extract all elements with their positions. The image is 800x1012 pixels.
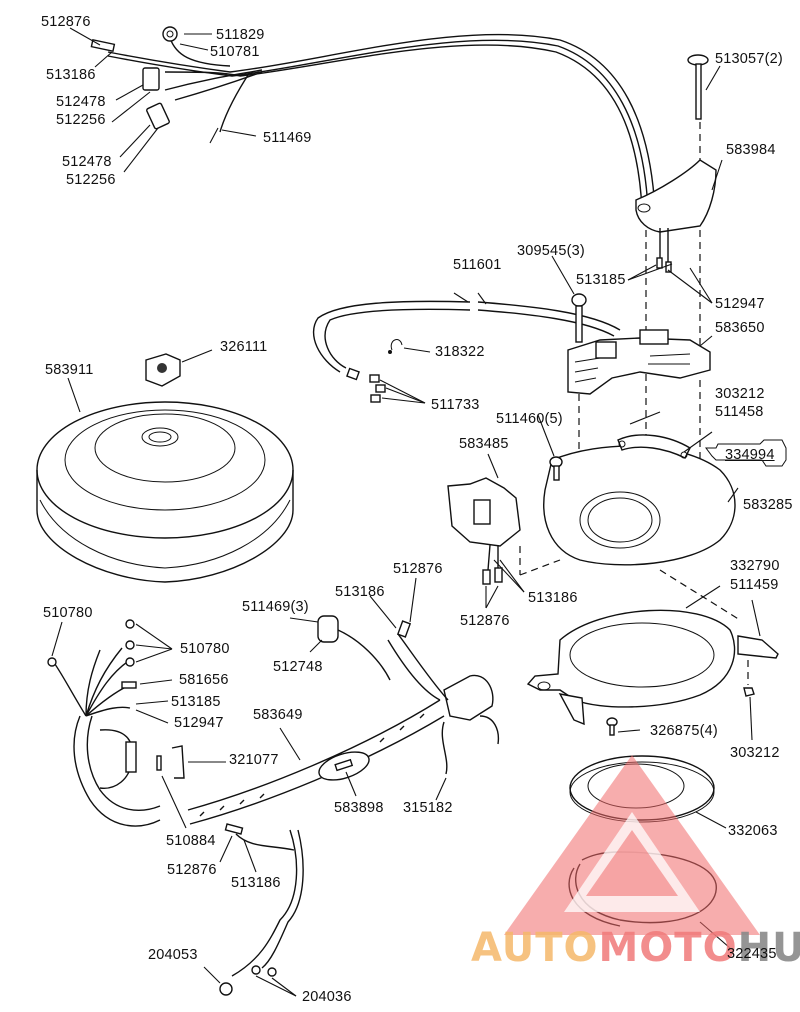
callout-511469-3: 511469(3) <box>242 599 309 615</box>
callout-322435: 322435 <box>727 946 777 962</box>
callout-303212: 303212 <box>715 386 765 402</box>
watermark-logo <box>504 755 760 935</box>
harness-583649 <box>47 577 500 997</box>
callout-513186: 513186 <box>528 590 578 606</box>
callout-512876: 512876 <box>41 14 91 30</box>
callout-511733: 511733 <box>431 397 480 413</box>
callout-583650: 583650 <box>715 320 765 336</box>
flywheel-583911 <box>36 349 294 583</box>
callout-513057: 513057(2) <box>715 51 783 67</box>
callout-510780: 510780 <box>43 605 93 621</box>
callout-583649: 583649 <box>253 707 303 723</box>
callout-513186: 513186 <box>231 875 281 891</box>
callout-511460: 511460(5) <box>496 411 563 427</box>
callout-583898: 583898 <box>334 800 384 816</box>
callout-513186: 513186 <box>46 67 96 83</box>
callout-332790: 332790 <box>730 558 780 574</box>
watermark-moto: MOTO <box>598 925 738 971</box>
callout-318322: 318322 <box>435 344 485 360</box>
callout-510884: 510884 <box>166 833 216 849</box>
callout-512256: 512256 <box>56 112 106 128</box>
callout-511458: 511458 <box>715 404 764 420</box>
callout-583911: 583911 <box>45 362 94 378</box>
callout-513186: 513186 <box>335 584 385 600</box>
callout-512947: 512947 <box>174 715 224 731</box>
callout-204036: 204036 <box>302 989 352 1005</box>
callout-321077: 321077 <box>229 752 279 768</box>
watermark-text: AUTO MOTO HUB <box>471 928 800 968</box>
callout-326875: 326875(4) <box>650 723 718 739</box>
callout-512478: 512478 <box>62 154 112 170</box>
bracket-583984 <box>627 54 723 560</box>
callout-326111: 326111 <box>220 339 268 355</box>
callout-513185: 513185 <box>576 272 626 288</box>
callout-513185: 513185 <box>171 694 221 710</box>
callout-511601: 511601 <box>453 257 502 273</box>
module-583650 <box>551 255 713 520</box>
watermark-auto: AUTO <box>471 925 599 971</box>
callout-512947: 512947 <box>715 296 765 312</box>
callout-204053: 204053 <box>148 947 198 963</box>
tube-511601 <box>312 292 621 404</box>
callout-512876: 512876 <box>460 613 510 629</box>
callout-510781: 510781 <box>210 44 260 60</box>
callout-511829: 511829 <box>216 27 265 43</box>
watermark-hub: HUB <box>737 925 800 971</box>
callout-334994: 334994 <box>725 447 775 463</box>
trigger-harness <box>90 26 656 211</box>
callout-315182: 315182 <box>403 800 453 816</box>
callout-512876: 512876 <box>167 862 217 878</box>
callout-512256: 512256 <box>66 172 116 188</box>
callout-511469: 511469 <box>263 130 312 146</box>
callout-581656: 581656 <box>179 672 229 688</box>
callout-512748: 512748 <box>273 659 323 675</box>
callout-511459: 511459 <box>730 577 779 593</box>
callout-303212: 303212 <box>730 745 780 761</box>
callout-512478: 512478 <box>56 94 106 110</box>
callout-309545: 309545(3) <box>517 243 585 259</box>
callout-583485: 583485 <box>459 436 509 452</box>
callout-583285: 583285 <box>743 497 793 513</box>
callout-332063: 332063 <box>728 823 778 839</box>
callout-583984: 583984 <box>726 142 776 158</box>
leader-lines-top-left <box>69 27 257 173</box>
plate-332790 <box>526 585 779 741</box>
callout-510780: 510780 <box>180 641 230 657</box>
callout-512876: 512876 <box>393 561 443 577</box>
stator-plate-583285 <box>447 411 787 621</box>
